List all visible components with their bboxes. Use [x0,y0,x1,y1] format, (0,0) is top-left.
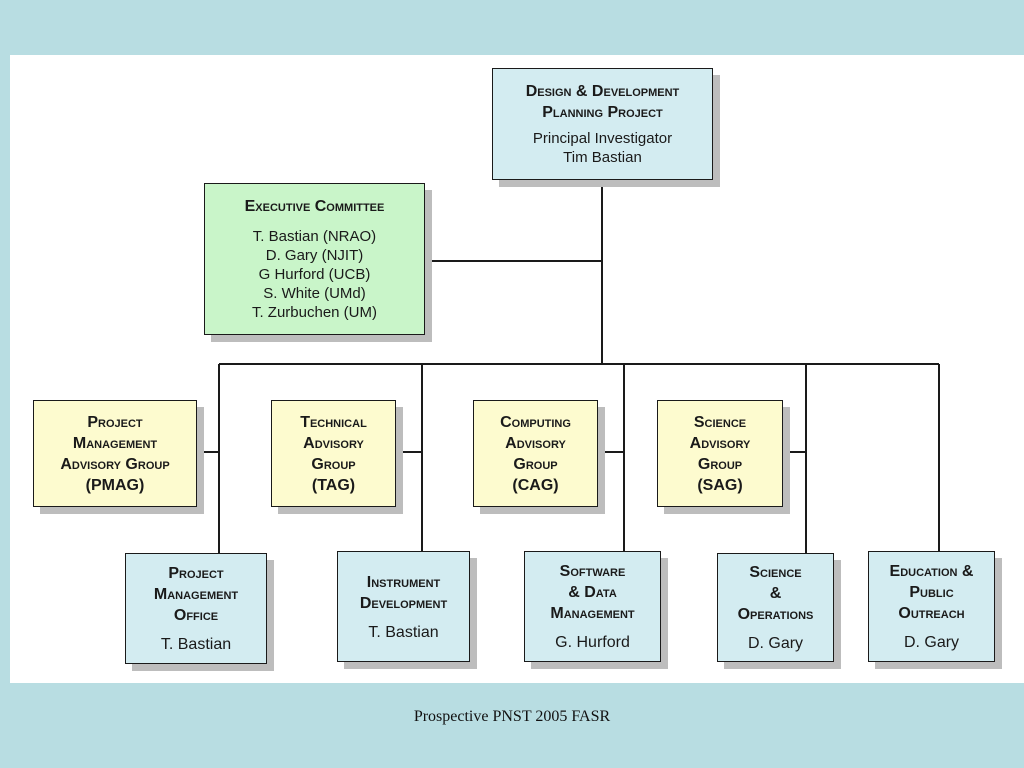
education-outreach-box: Education & Public Outreach D. Gary [868,551,995,662]
principal-investigator: Principal Investigator Tim Bastian [532,130,673,166]
member: S. White (UMd) [263,285,366,302]
instrument-development-box: Instrument Development T. Bastian [337,551,470,662]
member: D. Gary (NJIT) [265,247,364,264]
member: T. Bastian (NRAO) [252,228,377,245]
software-data-management-box: Software & Data Management G. Hurford [524,551,661,662]
tag-box: Technical Advisory Group (TAG) [271,400,396,507]
member: T. Zurbuchen (UM) [251,304,378,321]
executive-members: T. Bastian (NRAO) D. Gary (NJIT) G Hurfo… [252,227,377,322]
footer-caption: Prospective PNST 2005 FASR [413,708,611,725]
design-development-title: Design & Development Planning Project [525,83,680,121]
unit-lead: D. Gary [747,635,804,652]
design-development-box: Design & Development Planning Project Pr… [492,68,713,180]
unit-lead: T. Bastian [160,636,232,653]
pmag-box: Project Management Advisory Group (PMAG) [33,400,197,507]
sag-box: Science Advisory Group (SAG) [657,400,783,507]
cag-box: Computing Advisory Group (CAG) [473,400,598,507]
executive-committee-box: Executive Committee T. Bastian (NRAO) D.… [204,183,425,335]
member: G Hurford (UCB) [258,266,371,283]
unit-lead: D. Gary [903,634,960,651]
unit-lead: G. Hurford [555,634,630,651]
executive-committee-title: Executive Committee [244,198,385,215]
project-management-office-box: Project Management Office T. Bastian [125,553,267,664]
unit-lead: T. Bastian [368,623,439,641]
science-operations-box: Science & Operations D. Gary [717,553,834,662]
